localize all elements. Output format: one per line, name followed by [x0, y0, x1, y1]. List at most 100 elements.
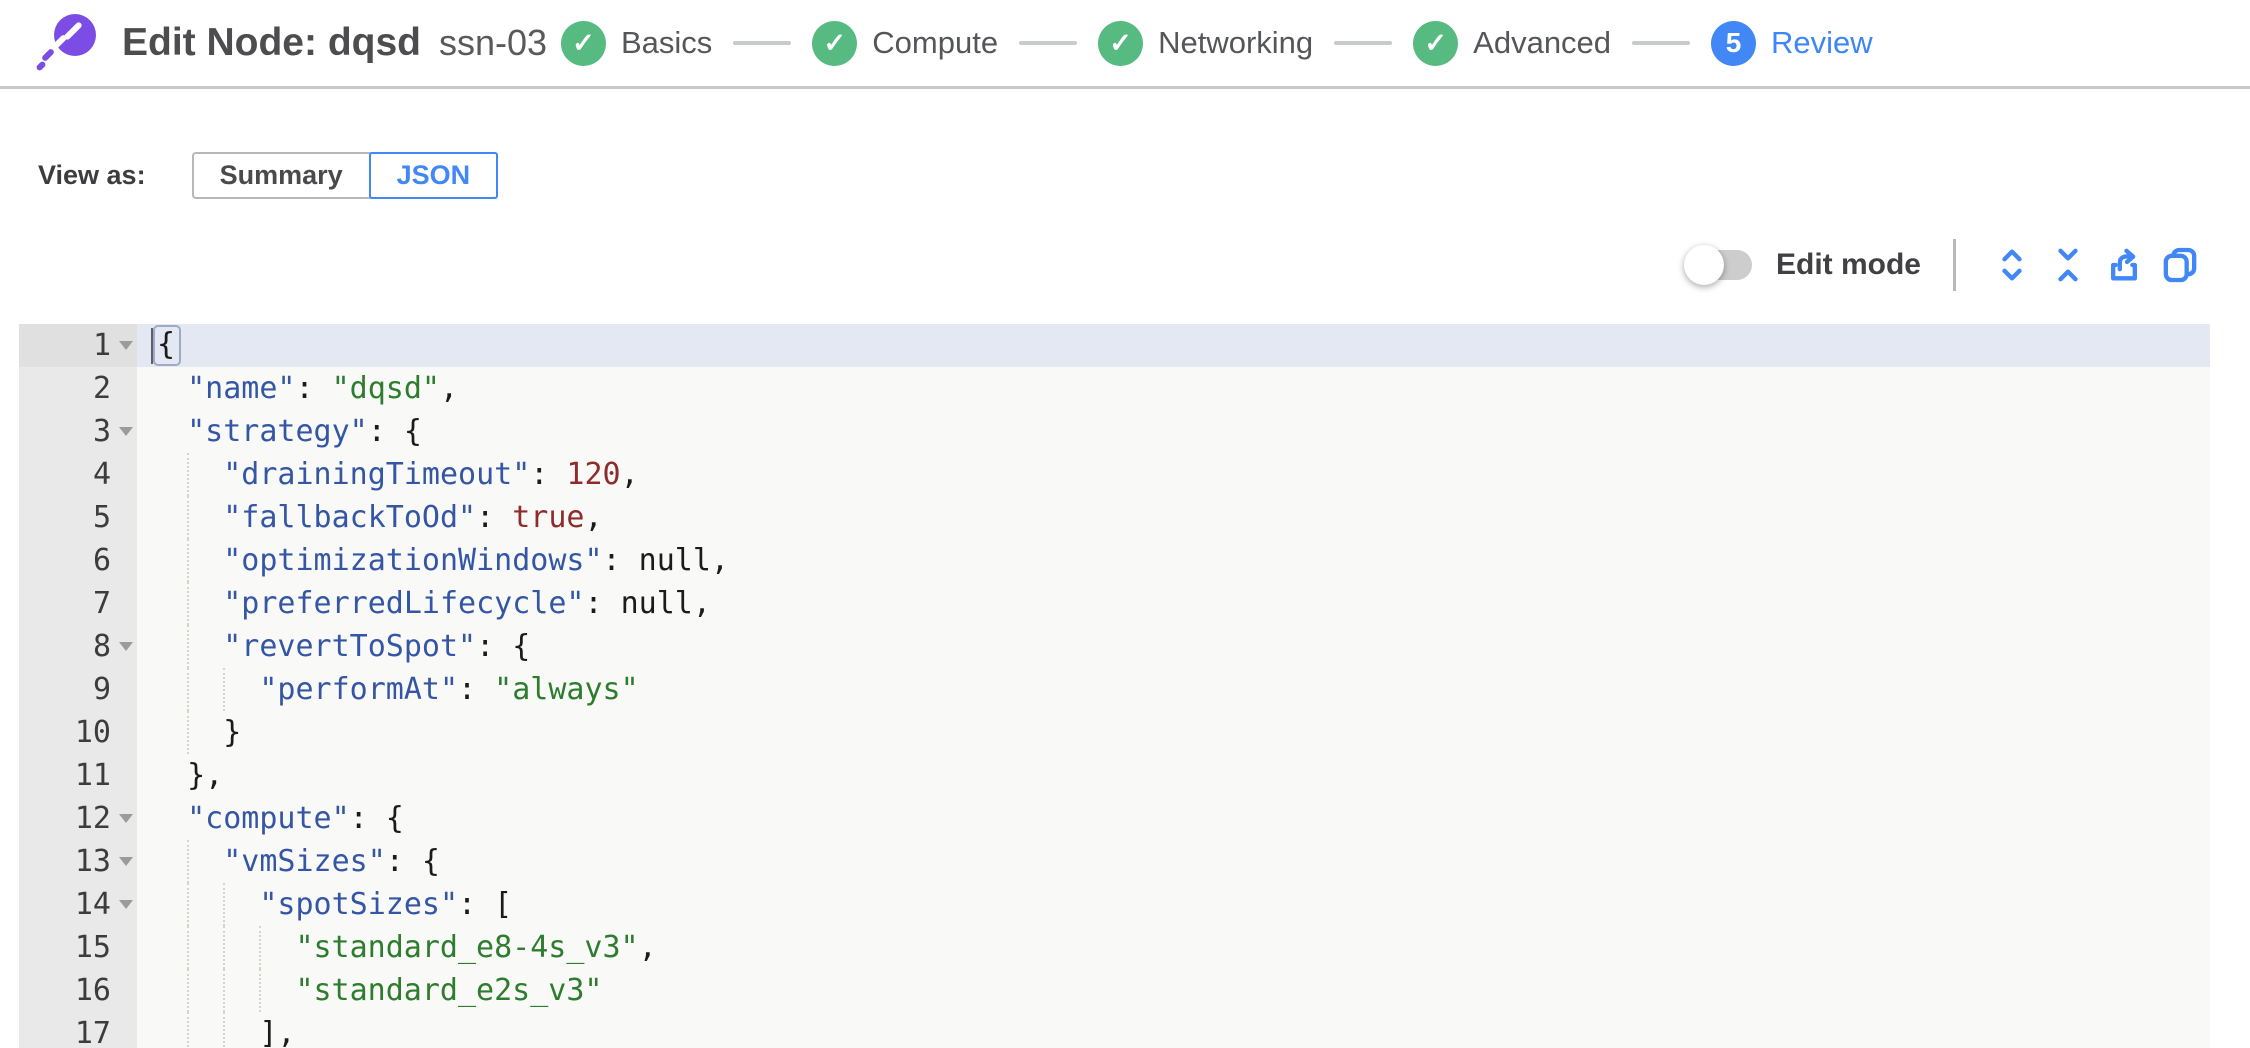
- copy-button[interactable]: [2152, 239, 2208, 291]
- view-as-json-button[interactable]: JSON: [368, 152, 499, 199]
- indent-guide: [223, 883, 259, 926]
- code-token: },: [187, 758, 224, 793]
- line-number: 1: [19, 324, 137, 367]
- code-token: : {: [476, 629, 531, 664]
- code-token: ,: [439, 371, 459, 406]
- edit-mode-label: Edit mode: [1775, 248, 1921, 281]
- toggle-knob: [1683, 245, 1724, 285]
- code-line[interactable]: 11},: [19, 754, 2210, 797]
- code-line[interactable]: 13"vmSizes": {: [19, 840, 2210, 883]
- fold-arrow-icon[interactable]: [119, 857, 133, 866]
- code-token: "dqsd": [331, 371, 440, 406]
- code-token: "name": [187, 371, 296, 406]
- expand-all-button[interactable]: [1984, 239, 2040, 291]
- page-title: Edit Node: dqsd: [122, 21, 421, 64]
- code-line[interactable]: 4"drainingTimeout": 120,: [19, 453, 2210, 496]
- export-button[interactable]: [2096, 239, 2152, 291]
- code-token: true: [512, 500, 585, 535]
- code-line[interactable]: 7"preferredLifecycle": null,: [19, 582, 2210, 625]
- code-token: :: [530, 457, 567, 492]
- code-line[interactable]: 1{: [19, 324, 2210, 367]
- code-text: "revertToSpot": {: [137, 625, 2210, 668]
- indent-guide: [223, 926, 259, 969]
- code-token: "strategy": [187, 414, 368, 449]
- line-number: 13: [19, 840, 137, 883]
- code-line[interactable]: 3"strategy": {: [19, 410, 2210, 453]
- node-id-subtitle: ssn-038: [438, 22, 547, 63]
- indent-guide: [151, 1012, 187, 1048]
- json-code-editor[interactable]: 1{2"name": "dqsd",3"strategy": {4"draini…: [19, 324, 2210, 1048]
- indent-guide: [187, 883, 223, 926]
- fold-arrow-icon[interactable]: [119, 427, 133, 436]
- step-number-badge: 5: [1711, 20, 1757, 66]
- line-number: 16: [19, 969, 137, 1012]
- line-number: 3: [19, 410, 137, 453]
- code-token: null: [638, 543, 711, 578]
- step-check-icon: ✓: [1413, 20, 1459, 66]
- fold-arrow-icon[interactable]: [119, 814, 133, 823]
- step-advanced[interactable]: ✓ Advanced: [1413, 20, 1612, 66]
- code-token: "fallbackToOd": [223, 500, 477, 535]
- step-basics[interactable]: ✓Basics: [560, 20, 712, 66]
- fold-arrow-icon[interactable]: [119, 642, 133, 651]
- code-token: "revertToSpot": [223, 629, 477, 664]
- line-number: 4: [19, 453, 137, 496]
- code-token: ,: [710, 543, 729, 578]
- step-compute[interactable]: ✓Compute: [812, 20, 998, 66]
- collapse-all-icon: [2058, 248, 2078, 282]
- code-text: ],: [137, 1012, 2210, 1048]
- code-line[interactable]: 2"name": "dqsd",: [19, 367, 2210, 410]
- code-text: "strategy": {: [137, 410, 2210, 453]
- line-number: 14: [19, 883, 137, 926]
- step-networking[interactable]: ✓Networking: [1098, 20, 1313, 66]
- indent-guide: [151, 410, 187, 453]
- indent-guide: [151, 926, 187, 969]
- code-token: :: [584, 586, 621, 621]
- indent-guide: [151, 883, 187, 926]
- code-line[interactable]: 5"fallbackToOd": true,: [19, 496, 2210, 539]
- indent-guide: [187, 926, 223, 969]
- code-line[interactable]: 6"optimizationWindows": null,: [19, 539, 2210, 582]
- code-text: "name": "dqsd",: [137, 367, 2210, 410]
- code-token: "vmSizes": [223, 844, 386, 879]
- code-line[interactable]: 10}: [19, 711, 2210, 754]
- indent-guide: [187, 539, 223, 582]
- code-text: },: [137, 754, 2210, 797]
- code-token: "performAt": [259, 672, 459, 707]
- indent-guide: [223, 1012, 259, 1048]
- code-token: "spotSizes": [259, 887, 459, 922]
- code-line[interactable]: 14"spotSizes": [: [19, 883, 2210, 926]
- code-line[interactable]: 12"compute": {: [19, 797, 2210, 840]
- code-token: 120: [566, 457, 621, 492]
- view-as-summary-button[interactable]: Summary: [191, 152, 371, 199]
- step-label: Advanced: [1473, 25, 1612, 60]
- code-token: {: [153, 325, 182, 366]
- code-text: "standard_e8-4s_v3",: [137, 926, 2210, 969]
- indent-guide: [223, 668, 259, 711]
- line-number: 15: [19, 926, 137, 969]
- edit-mode-toggle[interactable]: [1683, 245, 1752, 285]
- code-line[interactable]: 8"revertToSpot": {: [19, 625, 2210, 668]
- collapse-all-button[interactable]: [2040, 239, 2096, 291]
- code-text: }: [137, 711, 2210, 754]
- fold-arrow-icon[interactable]: [119, 900, 133, 909]
- step-check-icon: ✓: [560, 20, 606, 66]
- code-line[interactable]: 15"standard_e8-4s_v3",: [19, 926, 2210, 969]
- code-line[interactable]: 17],: [19, 1012, 2210, 1048]
- view-as-label: View as:: [38, 160, 146, 190]
- line-number: 9: [19, 668, 137, 711]
- code-line[interactable]: 16 "standard_e2s_v3": [19, 969, 2210, 1012]
- code-token: :: [602, 543, 639, 578]
- line-number: 11: [19, 754, 137, 797]
- code-line[interactable]: 9"performAt": "always": [19, 668, 2210, 711]
- code-token: ],: [259, 1016, 296, 1048]
- indent-guide: [151, 582, 187, 625]
- fold-arrow-icon[interactable]: [119, 341, 133, 350]
- code-token: "standard_e2s_v3": [295, 973, 603, 1008]
- indent-guide: [151, 625, 187, 668]
- toolbar-divider: [1953, 239, 1956, 291]
- export-icon: [2111, 248, 2137, 281]
- line-number: 2: [19, 367, 137, 410]
